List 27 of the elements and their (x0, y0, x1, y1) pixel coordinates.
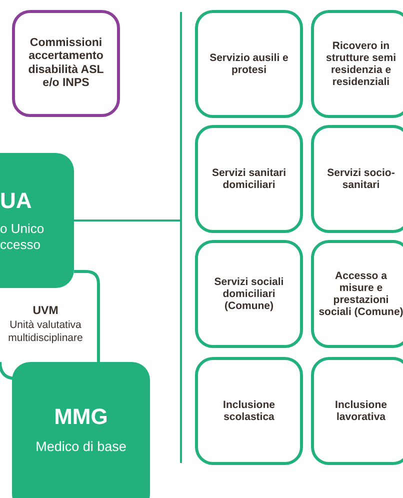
access-point-box (0, 153, 74, 288)
box-label: Inclusione lavorativa (334, 398, 388, 424)
service-box (195, 357, 303, 465)
connector-line (74, 220, 180, 222)
box-label: Ricovero in strutture semi residenzia e residenziali (324, 40, 398, 88)
box-heading: UVM (32, 304, 58, 318)
service-box (195, 10, 303, 118)
box-label: Servizi socio-sanitari (326, 166, 396, 192)
service-box (311, 10, 403, 118)
box-label: Accesso a misure e prestazioni sociali (Comune) (318, 270, 403, 318)
box-heading: MMG (54, 404, 108, 430)
service-box (311, 240, 403, 348)
service-box (311, 357, 403, 465)
service-box (311, 125, 403, 233)
box-label: Inclusione scolastica (222, 398, 276, 424)
box-label: Servizi sanitari domiciliari (210, 166, 288, 192)
doctor-box (12, 362, 150, 498)
box-subtitle: Medico di base (36, 439, 126, 456)
box-label: Servizi sociali domiciliari (Comune) (213, 276, 285, 312)
service-box (195, 240, 303, 348)
box-subtitle: Unità valutativa multidisciplinare (7, 318, 84, 346)
box-subtitle: o Unico ccesso (0, 220, 46, 254)
box-label: Servizio ausili e protesi (208, 52, 290, 76)
box-label: Commissioni accertamento disabilità ASL e/o INPS (27, 37, 105, 90)
agency-box (12, 10, 120, 117)
service-box (195, 125, 303, 233)
box-heading: UA (0, 188, 32, 213)
